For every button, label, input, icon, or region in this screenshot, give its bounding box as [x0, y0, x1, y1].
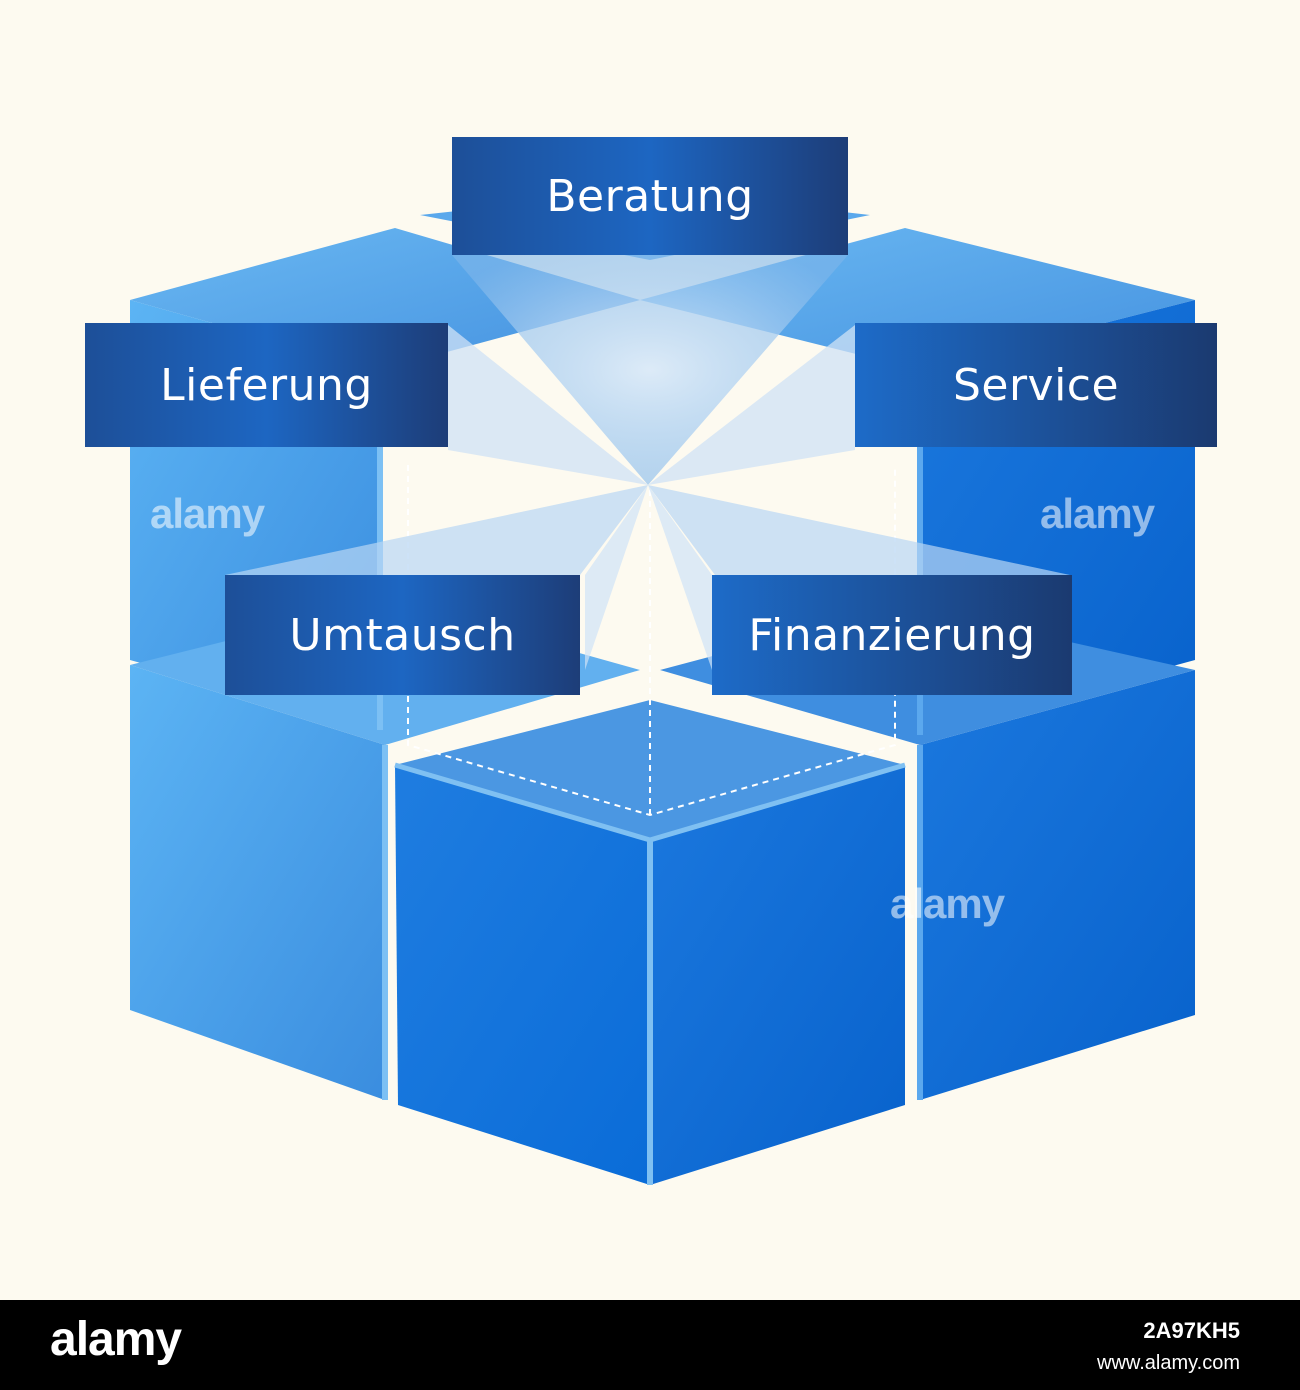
label-service: Service [952, 359, 1120, 411]
label-box-top [452, 137, 848, 255]
watermark: alamy [1040, 490, 1155, 537]
label-box-bottom-left [225, 575, 580, 695]
footer-bar: alamy 2A97KH5 www.alamy.com [0, 1300, 1300, 1390]
beam-left [448, 325, 648, 485]
label-finanzierung: Finanzierung [748, 609, 1036, 661]
footer-logo: alamy [50, 1313, 182, 1366]
label-box-right [855, 323, 1217, 447]
cube-lower-right-face [920, 670, 1195, 1100]
watermark: alamy [890, 880, 1005, 927]
beam-top [452, 255, 848, 485]
cube-diagram: Beratung Lieferung Service Umtausch Fina… [85, 137, 1217, 1185]
beam-bottom-right [648, 485, 712, 670]
cube-front-right-face [650, 765, 905, 1185]
label-box-bottom-right [712, 575, 1072, 695]
cube-graphic [85, 137, 1217, 1185]
footer-url: www.alamy.com [1097, 1352, 1240, 1374]
beam-right [648, 325, 855, 485]
cube-front-left-face [395, 765, 650, 1185]
beam-bottom-left [585, 485, 648, 670]
cube-lower-left-face [130, 665, 385, 1100]
label-umtausch: Umtausch [289, 609, 516, 661]
label-lieferung: Lieferung [160, 359, 373, 411]
image-id: 2A97KH5 [1143, 1318, 1240, 1343]
label-beratung: Beratung [546, 170, 754, 222]
label-box-left [85, 323, 448, 447]
watermark: alamy [150, 490, 265, 537]
